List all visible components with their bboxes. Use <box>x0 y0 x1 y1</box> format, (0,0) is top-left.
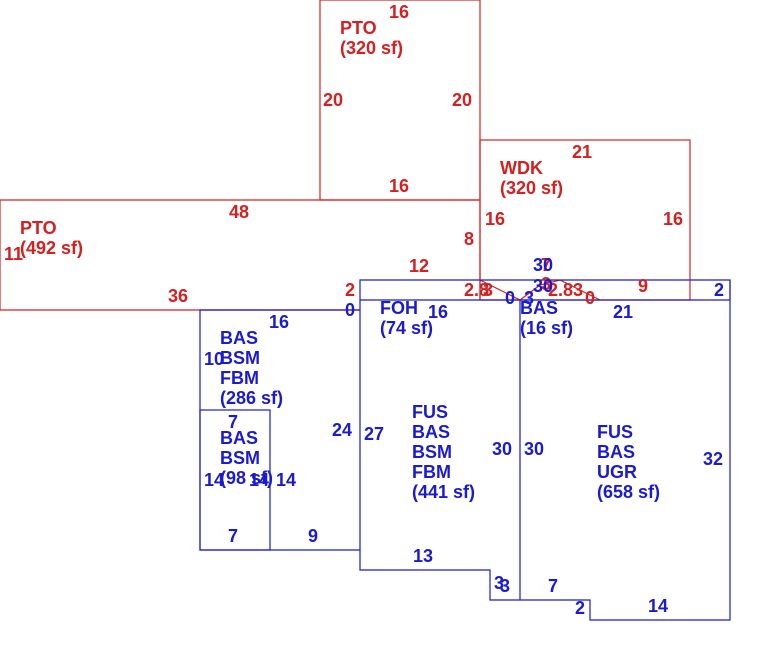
svg-text:BSM: BSM <box>220 448 260 468</box>
svg-text:BSM: BSM <box>412 442 452 462</box>
dim-label: 2 <box>575 598 585 618</box>
svg-text:(74 sf): (74 sf) <box>380 318 433 338</box>
svg-text:(658 sf): (658 sf) <box>597 482 660 502</box>
dim-label: 16 <box>389 176 409 196</box>
svg-text:BSM: BSM <box>220 348 260 368</box>
svg-text:PTO: PTO <box>340 18 377 38</box>
dim-label: 30 <box>524 439 544 459</box>
svg-text:PTO: PTO <box>20 218 57 238</box>
dim-label: 21 <box>613 302 633 322</box>
dim-label: 16 <box>485 209 505 229</box>
dim-label: 8 <box>464 229 474 249</box>
dim-label: 7 <box>228 526 238 546</box>
wdk-label: WDK (320 sf) <box>500 158 563 198</box>
svg-text:(16 sf): (16 sf) <box>520 318 573 338</box>
dim-label: 0 <box>505 288 515 308</box>
dim-label: 3 <box>500 576 510 596</box>
svg-text:(492 sf): (492 sf) <box>20 238 83 258</box>
dim-label: 30 <box>533 276 553 296</box>
svg-text:(98 sf): (98 sf) <box>220 468 273 488</box>
svg-text:(320 sf): (320 sf) <box>500 178 563 198</box>
svg-text:(286 sf): (286 sf) <box>220 388 283 408</box>
svg-text:FUS: FUS <box>412 402 448 422</box>
dim-label: 0 <box>585 288 595 308</box>
svg-text:BAS: BAS <box>520 298 558 318</box>
dim-label: 14 <box>648 596 668 616</box>
dim-label: 20 <box>452 90 472 110</box>
dim-label: 2.83 <box>548 280 583 300</box>
dim-label: 11 <box>4 244 23 264</box>
dim-label: 3 <box>541 274 551 294</box>
dim-label: 9 <box>308 526 318 546</box>
center-label: FUS BAS BSM FBM (441 sf) <box>412 402 475 502</box>
svg-text:FOH: FOH <box>380 298 418 318</box>
dim-label: 16 <box>663 209 683 229</box>
right-label: FUS BAS UGR (658 sf) <box>597 422 660 502</box>
dim-label: 27 <box>364 424 384 444</box>
bas-small-label: BAS (16 sf) <box>520 298 573 338</box>
dim-label: 16 <box>389 2 409 22</box>
svg-text:FBM: FBM <box>412 462 451 482</box>
dim-label: 14 <box>249 470 269 490</box>
svg-text:BAS: BAS <box>220 328 258 348</box>
dim-label: 30 <box>492 439 512 459</box>
dim-label: 14 <box>204 470 224 490</box>
main-building-outline <box>359 279 731 621</box>
dim-label: 16 <box>428 302 448 322</box>
svg-text:(320 sf): (320 sf) <box>340 38 403 58</box>
dim-label: 0 <box>345 300 355 320</box>
dim-label: 7 <box>228 412 238 432</box>
dim-label: 14 <box>276 470 296 490</box>
dim-label: 2 <box>714 280 724 300</box>
svg-text:UGR: UGR <box>597 462 637 482</box>
pto-left-outline <box>0 199 480 311</box>
dim-label: 16 <box>269 312 289 332</box>
dim-label: 12 <box>409 256 429 276</box>
dim-label: 24 <box>332 420 352 440</box>
dim-label: 10 <box>204 349 224 369</box>
dim-label: 3 <box>494 573 504 593</box>
left-upper-label: BAS BSM FBM (286 sf) <box>220 328 283 408</box>
pto-top-label: PTO (320 sf) <box>340 18 403 58</box>
svg-text:BAS: BAS <box>597 442 635 462</box>
svg-text:(441 sf): (441 sf) <box>412 482 475 502</box>
svg-text:WDK: WDK <box>500 158 543 178</box>
red-connector-line <box>479 279 601 301</box>
dim-label: 9 <box>638 276 648 296</box>
dim-label: 32 <box>703 449 723 469</box>
dim-label: 7 <box>541 255 551 275</box>
dim-label: 7 <box>548 576 558 596</box>
left-lower-room-outline <box>199 409 271 551</box>
dim-label: 2 <box>345 280 355 300</box>
dim-label: 20 <box>323 90 343 110</box>
dim-label: 30 <box>533 255 553 275</box>
dim-label: 48 <box>229 202 249 222</box>
left-lower-label: BAS BSM (98 sf) <box>220 428 273 488</box>
dim-label: 2.8 <box>464 280 489 300</box>
dim-label: 36 <box>168 286 188 306</box>
dim-label: 3 <box>483 280 493 300</box>
svg-text:FBM: FBM <box>220 368 259 388</box>
dim-label: 13 <box>413 546 433 566</box>
dim-label: 21 <box>572 142 592 162</box>
dim-label: 3 <box>524 288 534 308</box>
svg-text:FUS: FUS <box>597 422 633 442</box>
svg-text:BAS: BAS <box>412 422 450 442</box>
pto-left-label: PTO (492 sf) <box>20 218 83 258</box>
svg-text:BAS: BAS <box>220 428 258 448</box>
foh-label: FOH (74 sf) <box>380 298 433 338</box>
